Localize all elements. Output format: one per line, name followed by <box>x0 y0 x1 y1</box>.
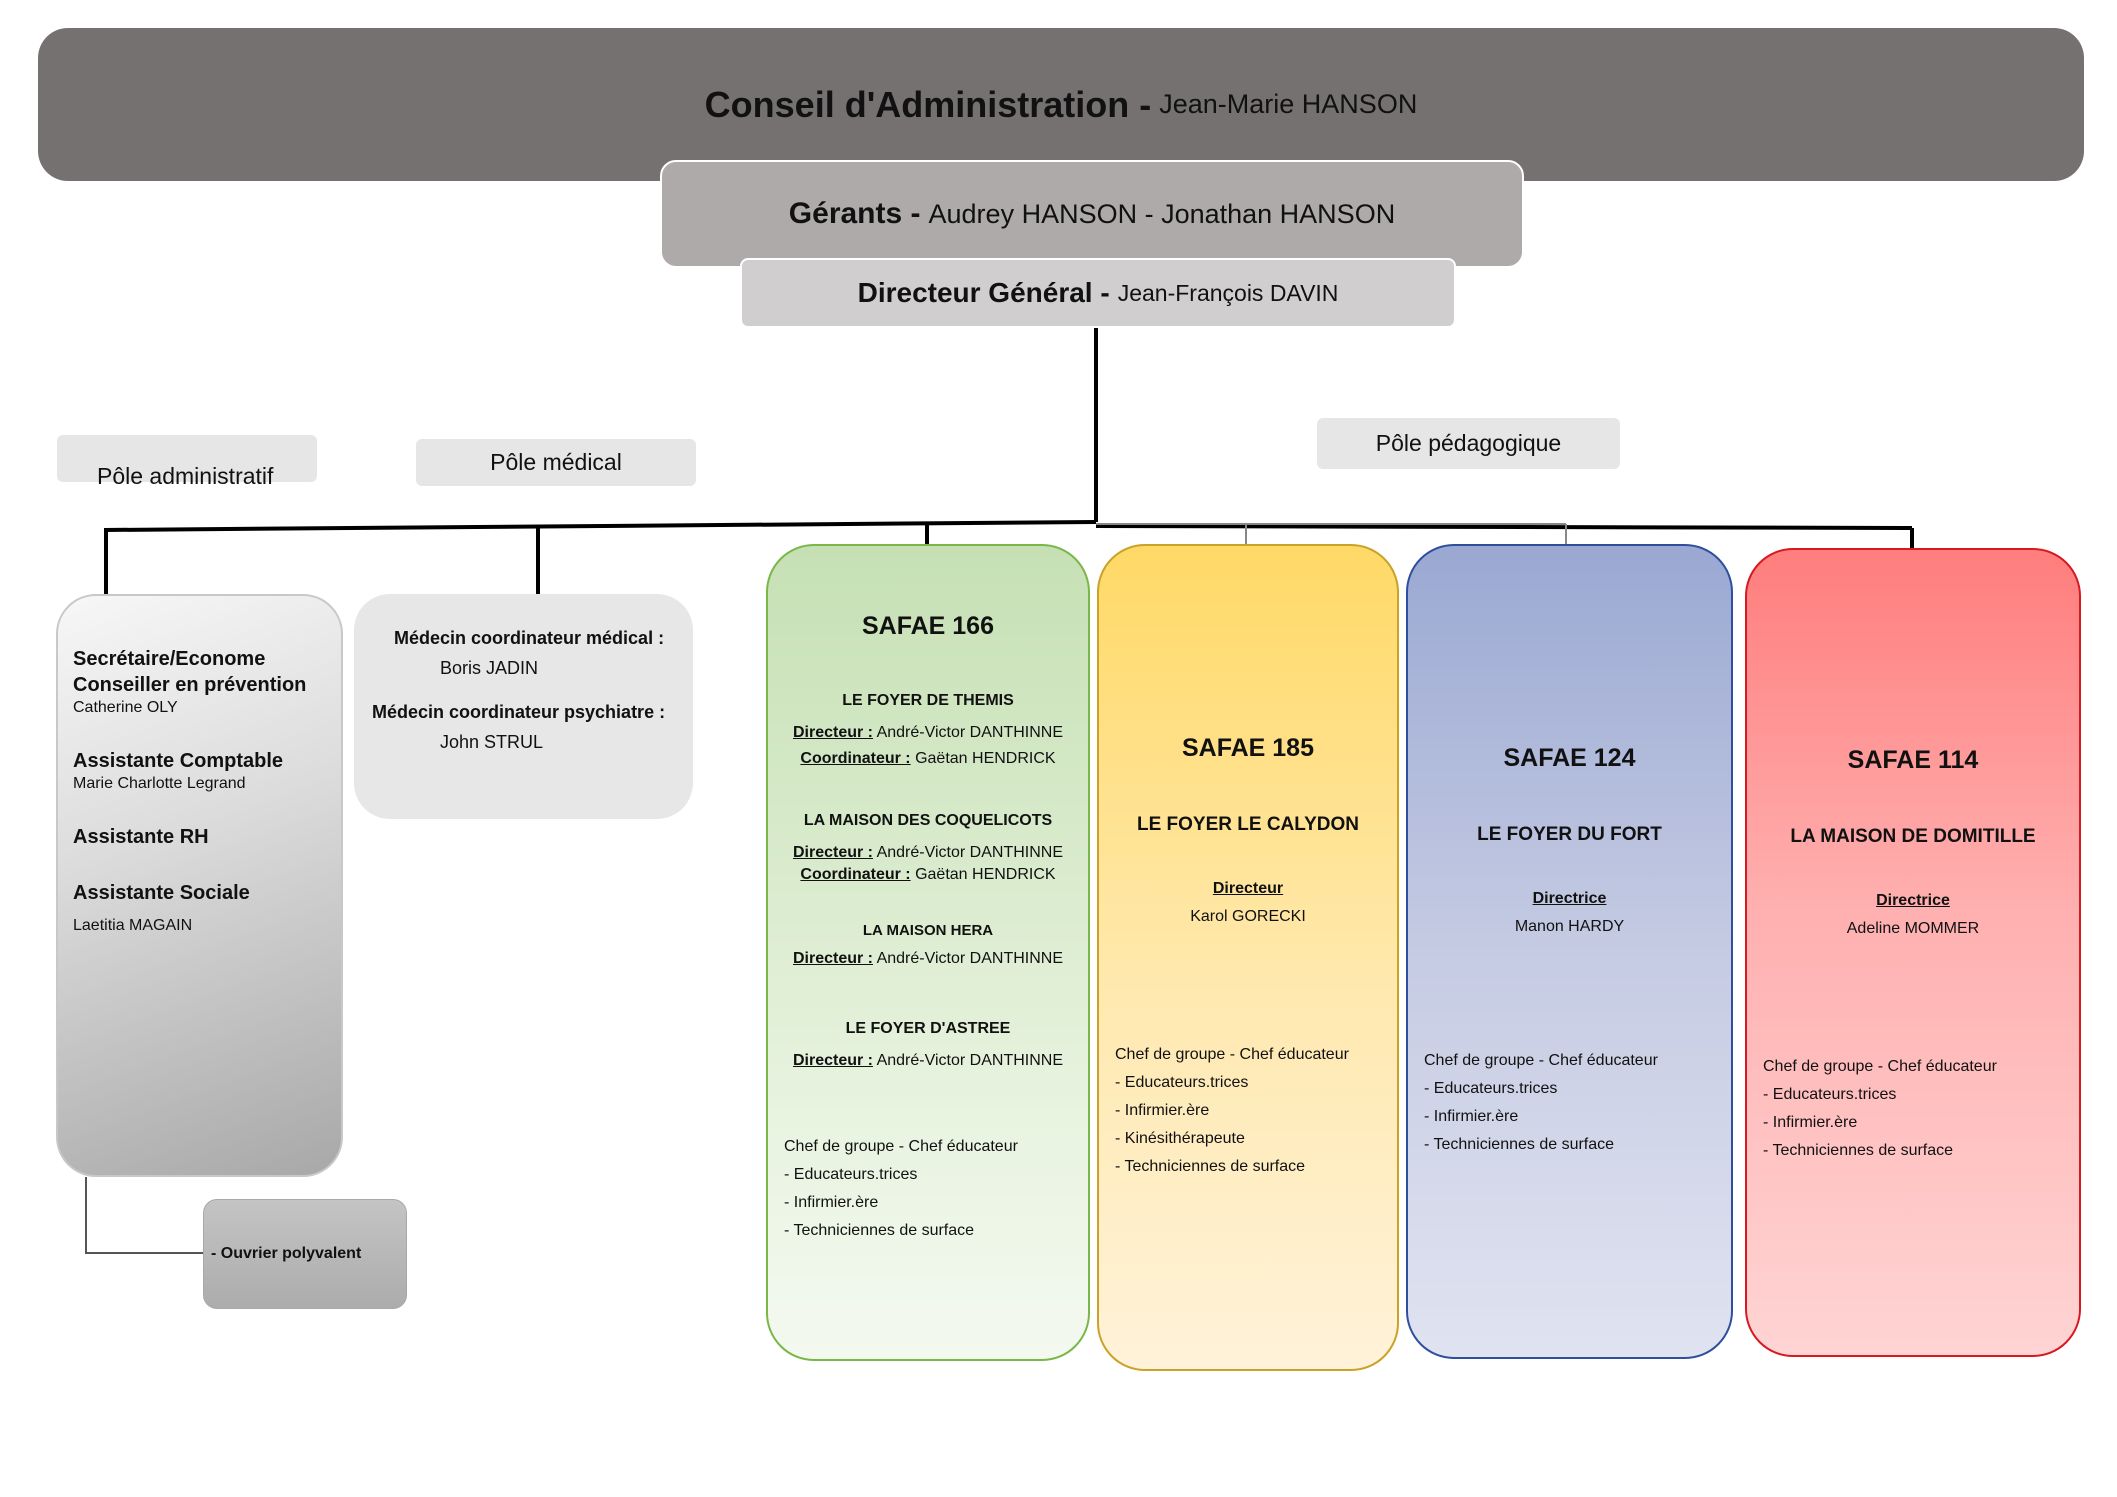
director-label: Directeur : <box>792 844 874 861</box>
safae-114-title: SAFAE 114 <box>1847 746 1979 774</box>
safae-114-column: SAFAE 114 LA MAISON DE DOMITILLE Directr… <box>1745 548 2081 1357</box>
worker-box: - Ouvrier polyvalent <box>203 1199 407 1309</box>
medical-person-1: Boris JADIN <box>440 658 539 678</box>
staff-item: - Infirmier.ère <box>784 1194 879 1211</box>
director-name: Manon HARDY <box>1514 918 1625 935</box>
admin-person: Catherine OLY <box>73 699 178 716</box>
pole-pedagogique-label: Pôle pédagogique <box>1317 418 1620 469</box>
staff-item: - Educateurs.trices <box>1763 1086 1897 1103</box>
foyer-name: LA MAISON HERA <box>862 922 994 939</box>
safae-166-column: SAFAE 166 LE FOYER DE THEMIS Directeur :… <box>766 544 1090 1361</box>
managers-box: Gérants - Audrey HANSON - Jonathan HANSO… <box>660 160 1524 268</box>
admin-person: Marie Charlotte Legrand <box>73 775 246 792</box>
pole-pedagogique-text: Pôle pédagogique <box>1375 430 1562 456</box>
foyer-name: LA MAISON DE DOMITILLE <box>1790 826 2036 847</box>
admin-role: Assistante RH <box>73 826 209 848</box>
director-general-box: Directeur Général - Jean-François DAVIN <box>740 258 1456 328</box>
director-name: Karol GORECKI <box>1190 908 1306 925</box>
staff-item: Chef de groupe - Chef éducateur <box>784 1138 1018 1155</box>
admin-person: Laetitia MAGAIN <box>73 917 193 934</box>
director-label: Directrice <box>1532 890 1607 907</box>
admin-role: Assistante Sociale <box>73 882 250 904</box>
managers-names: Audrey HANSON - Jonathan HANSON <box>928 198 1396 229</box>
medical-box: Médecin coordinateur médical : Boris JAD… <box>354 594 693 819</box>
staff-item: Chef de groupe - Chef éducateur <box>1424 1052 1658 1069</box>
director-name: André-Victor DANTHINNE <box>876 844 1063 861</box>
director-general-title: Directeur Général - <box>857 277 1110 308</box>
director-general-name: Jean-François DAVIN <box>1117 279 1339 306</box>
staff-item: - Infirmier.ère <box>1763 1114 1858 1131</box>
staff-item: - Techniciennes de surface <box>1763 1142 1954 1159</box>
admin-box: Secrétaire/Econome Conseiller en prévent… <box>56 594 343 1177</box>
staff-item: - Educateurs.trices <box>784 1166 918 1183</box>
director-label: Directrice <box>1876 892 1950 909</box>
staff-item: - Educateurs.trices <box>1115 1074 1249 1091</box>
safae-124-column: SAFAE 124 LE FOYER DU FORT Directrice Ma… <box>1406 544 1733 1359</box>
foyer-name: LE FOYER DE THEMIS <box>842 692 1014 709</box>
pole-admin-label: Pôle administratif <box>57 435 317 489</box>
foyer-name: LA MAISON DES COQUELICOTS <box>803 812 1053 829</box>
safae-185-title: SAFAE 185 <box>1181 734 1314 762</box>
managers-title: Gérants - <box>788 197 921 230</box>
foyer-name: LE FOYER LE CALYDON <box>1136 814 1360 835</box>
medical-role-2: Médecin coordinateur psychiatre : <box>372 702 666 722</box>
coordinator-label: Coordinateur : <box>800 750 911 767</box>
medical-person-2: John STRUL <box>440 732 544 752</box>
admin-role: Secrétaire/Econome <box>73 648 266 670</box>
worker-label: - Ouvrier polyvalent <box>211 1245 362 1262</box>
coordinator-label: Coordinateur : <box>800 866 911 883</box>
staff-item: - Infirmier.ère <box>1424 1108 1519 1125</box>
safae-124-title: SAFAE 124 <box>1503 744 1636 772</box>
staff-item: - Techniciennes de surface <box>784 1222 975 1239</box>
board-title: Conseil d'Administration - <box>704 83 1152 125</box>
director-label: Directeur : <box>792 724 874 741</box>
coordinator-name: Gaëtan HENDRICK <box>915 750 1056 767</box>
pole-medical-label: Pôle médical <box>416 439 696 486</box>
staff-item: Chef de groupe - Chef éducateur <box>1763 1058 1997 1075</box>
safae-185-column: SAFAE 185 LE FOYER LE CALYDON Directeur … <box>1097 544 1399 1371</box>
staff-item: - Techniciennes de surface <box>1424 1136 1615 1153</box>
staff-item: - Educateurs.trices <box>1424 1080 1558 1097</box>
admin-role: Assistante Comptable <box>73 750 284 772</box>
board-box: Conseil d'Administration - Jean-Marie HA… <box>38 28 2084 181</box>
staff-item: - Kinésithérapeute <box>1115 1130 1245 1147</box>
director-name: André-Victor DANTHINNE <box>876 950 1063 967</box>
medical-role-1: Médecin coordinateur médical : <box>394 628 665 648</box>
director-label: Directeur <box>1212 880 1284 897</box>
safae-166-title: SAFAE 166 <box>861 612 994 640</box>
director-name: André-Victor DANTHINNE <box>876 724 1063 741</box>
director-label: Directeur : <box>792 1052 874 1069</box>
admin-role: Conseiller en prévention <box>73 674 307 696</box>
staff-item: - Techniciennes de surface <box>1115 1158 1306 1175</box>
director-label: Directeur : <box>792 950 874 967</box>
board-name: Jean-Marie HANSON <box>1159 89 1418 119</box>
pole-admin-text: Pôle administratif <box>97 463 274 489</box>
foyer-name: LE FOYER D'ASTREE <box>845 1020 1011 1037</box>
foyer-name: LE FOYER DU FORT <box>1477 824 1662 845</box>
staff-item: Chef de groupe - Chef éducateur <box>1115 1046 1349 1063</box>
director-name: André-Victor DANTHINNE <box>876 1052 1063 1069</box>
coordinator-name: Gaëtan HENDRICK <box>915 866 1056 883</box>
staff-item: - Infirmier.ère <box>1115 1102 1210 1119</box>
director-name: Adeline MOMMER <box>1846 920 1980 937</box>
pole-medical-text: Pôle médical <box>490 449 622 475</box>
